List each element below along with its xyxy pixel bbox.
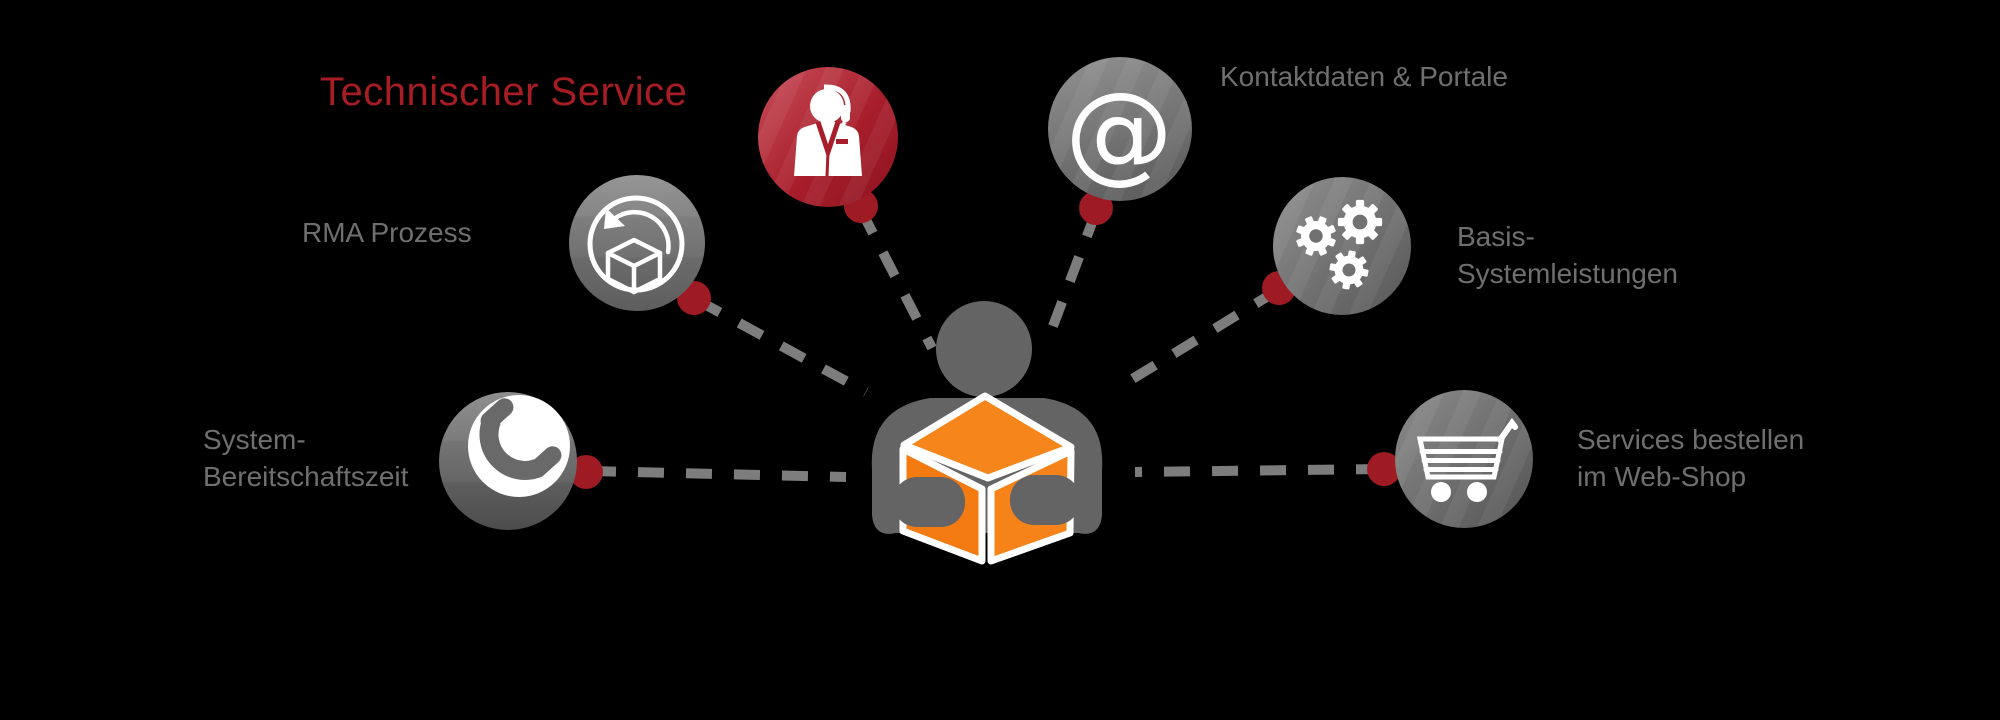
connector-support <box>856 207 937 351</box>
node-kontaktdaten: @ <box>1048 57 1192 201</box>
node-basis-systemleistungen <box>1273 177 1411 315</box>
node-rma-prozess <box>569 175 705 311</box>
figure-hands <box>893 475 1080 527</box>
connector-basis <box>1113 285 1281 394</box>
support-agent-icon <box>794 84 862 177</box>
label-kontaktdaten: Kontaktdaten & Portale <box>1220 58 1508 95</box>
connector-kontakt <box>1042 210 1101 344</box>
node-system-bereitschaftszeit <box>439 392 577 530</box>
connector-lines <box>589 207 1383 482</box>
node-technischer-service <box>758 67 898 207</box>
label-rma-prozess: RMA Prozess <box>302 214 472 251</box>
label-line: im Web-Shop <box>1577 461 1747 492</box>
label-line: RMA Prozess <box>302 217 472 248</box>
phone-icon <box>468 395 570 497</box>
label-line: Services bestellen <box>1577 424 1805 455</box>
connector-services <box>1134 464 1383 477</box>
label-basis-systemleistungen: Basis- Systemleistungen <box>1457 218 1678 292</box>
dot-kontakt <box>1079 191 1113 225</box>
diagram-title: Technischer Service <box>320 70 688 114</box>
connector-dots <box>569 189 1401 489</box>
label-line: Bereitschaftszeit <box>203 461 409 492</box>
label-services-webshop: Services bestellen im Web-Shop <box>1577 421 1804 495</box>
connector-rma <box>694 295 869 397</box>
figure-head <box>936 301 1032 397</box>
label-line: Kontaktdaten & Portale <box>1220 61 1508 92</box>
shopping-cart-icon <box>1416 417 1518 502</box>
rma-return-box-icon <box>587 195 685 295</box>
connector-system <box>589 466 847 482</box>
label-line: Basis- <box>1457 221 1535 252</box>
label-line: Systemleistungen <box>1457 258 1679 289</box>
person-holding-box-icon <box>871 301 1103 565</box>
node-services-webshop <box>1395 390 1533 528</box>
at-sign-icon: @ <box>1065 70 1173 195</box>
dot-services <box>1367 452 1401 486</box>
label-system-bereitschaftszeit: System- Bereitschaftszeit <box>203 421 408 495</box>
label-line: System- <box>203 424 306 455</box>
dot-system <box>569 455 603 489</box>
